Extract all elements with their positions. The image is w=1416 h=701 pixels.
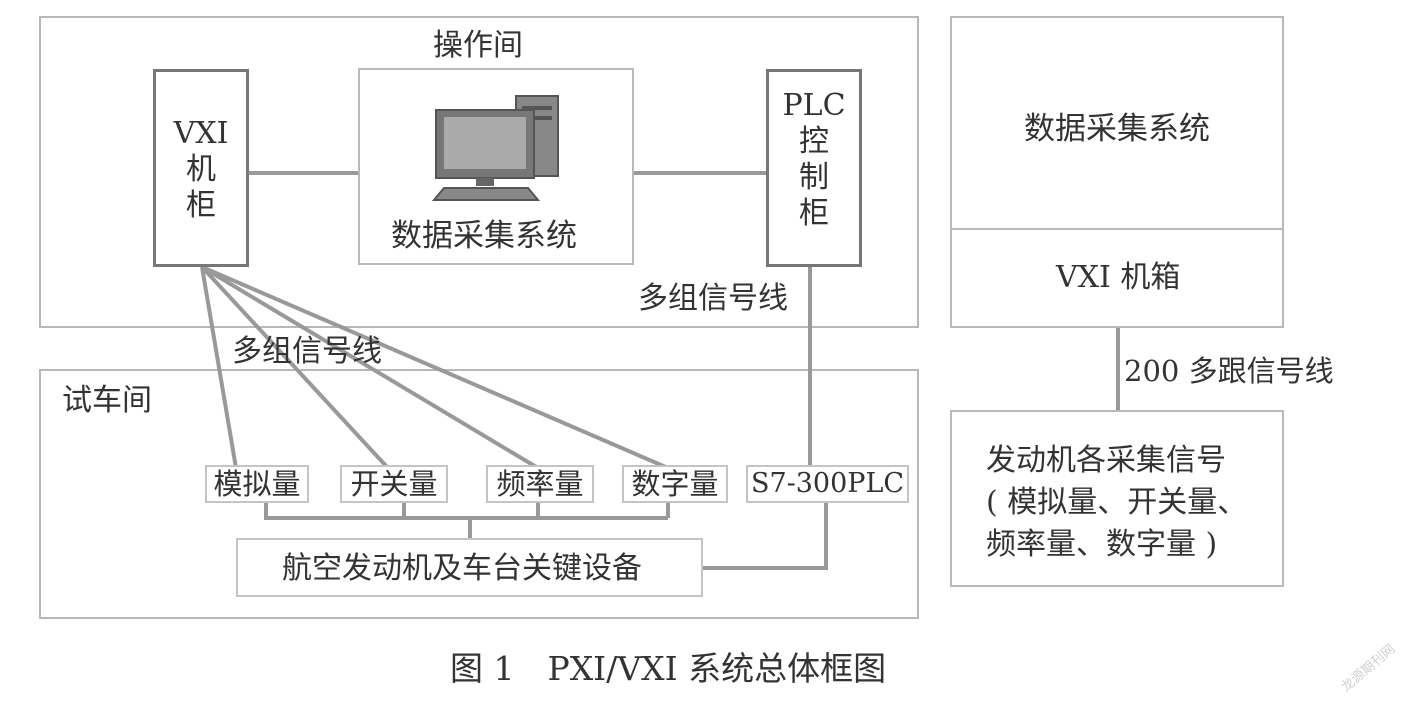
line-bus — [264, 502, 668, 520]
right-connector-label: 200 多跟信号线 — [1124, 354, 1334, 388]
vxi-cabinet-line3: 柜 — [186, 188, 216, 223]
vxi-cabinet-line1: VXI — [173, 116, 229, 151]
signal-plc: S7-300PLC — [746, 465, 909, 503]
plc-cabinet-line3: 制 — [799, 160, 829, 195]
line-vxi-to-analog — [200, 266, 238, 469]
control-room-label: 操作间 — [433, 28, 523, 63]
engine-box: 航空发动机及车台关键设备 — [236, 538, 703, 597]
signal-switch: 开关量 — [340, 465, 448, 503]
plc-line-label: 多组信号线 — [634, 284, 792, 314]
right-bottom-line2: ( 模拟量、开关量、 — [986, 485, 1248, 520]
line-vxi-to-switch — [200, 265, 390, 470]
right-stack-divider — [952, 228, 1282, 230]
vxi-lines-label: 多组信号线 — [232, 334, 382, 369]
right-bottom-box: 发动机各采集信号 ( 模拟量、开关量、 频率量、数字量 ) — [950, 410, 1284, 587]
center-system-label: 数据采集系统 — [391, 218, 577, 254]
line-vxi-to-frequency — [200, 265, 540, 470]
right-bottom-line3: 频率量、数字量 ) — [986, 527, 1218, 562]
engine-box-label: 航空发动机及车台关键设备 — [282, 551, 642, 586]
line-s7-to-engine — [703, 502, 828, 570]
plc-cabinet-line2: 控 — [799, 124, 829, 159]
line-vxi-to-digital — [201, 265, 669, 470]
plc-cabinet: PLC 控 制 柜 — [766, 69, 862, 267]
right-stack-box: 数据采集系统 VXI 机箱 — [950, 16, 1284, 328]
figure-caption: 图 1 PXI/VXI 系统总体框图 — [450, 649, 887, 688]
computer-icon — [431, 95, 559, 201]
test-room-label: 试车间 — [62, 383, 152, 418]
signal-analog: 模拟量 — [205, 465, 309, 503]
signal-digital: 数字量 — [622, 465, 728, 503]
center-system-box: 数据采集系统 — [358, 68, 634, 265]
vxi-cabinet-line2: 机 — [186, 152, 216, 187]
right-middle-label: VXI 机箱 — [1056, 260, 1181, 295]
signal-frequency: 频率量 — [486, 465, 594, 503]
plc-cabinet-line1: PLC — [782, 88, 846, 123]
right-top-label: 数据采集系统 — [1024, 111, 1210, 147]
vxi-cabinet: VXI 机 柜 — [153, 69, 249, 267]
plc-cabinet-line4: 柜 — [799, 196, 829, 231]
right-bottom-line1: 发动机各采集信号 — [986, 443, 1226, 478]
